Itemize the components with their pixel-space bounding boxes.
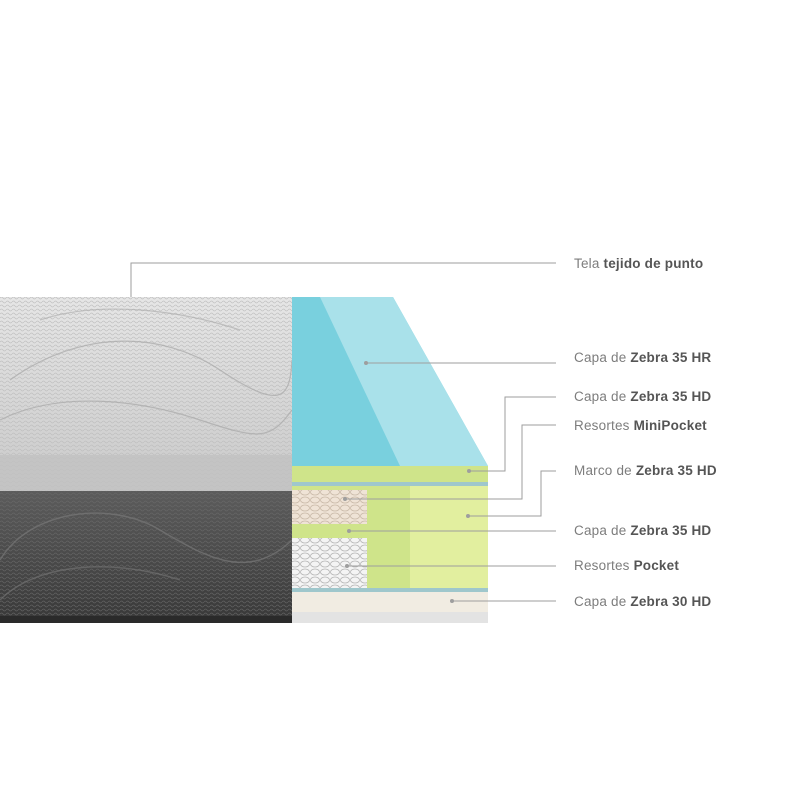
leader-dots (343, 361, 471, 603)
leader-tela (130, 262, 556, 297)
label-name: Zebra 35 HD (635, 463, 717, 478)
label-prefix: Tela (574, 256, 600, 271)
label-prefix: Resortes (574, 418, 630, 433)
label-prefix: Capa de (574, 350, 627, 365)
label-tela: Tela tejido de punto (574, 256, 703, 272)
leader-dot (345, 564, 349, 568)
dark-swirl-2 (0, 566, 181, 601)
label-name: Zebra 35 HR (630, 350, 712, 365)
pocket-coils (292, 538, 367, 588)
label-marco-hd: Marco de Zebra 35 HD (574, 463, 717, 479)
fabric-dark-texture (0, 491, 292, 616)
quilt-swirl-3 (39, 308, 241, 331)
separator-1 (292, 482, 488, 486)
label-capa-hd-mid: Capa de Zebra 35 HD (574, 523, 711, 539)
fabric-border-texture (0, 455, 292, 491)
minipocket-coils (292, 490, 367, 524)
base-bottom (292, 612, 488, 623)
label-capa-30hd: Capa de Zebra 30 HD (574, 594, 711, 610)
separator-2 (292, 588, 488, 592)
layer-marco-highlight (410, 486, 488, 591)
label-name: Pocket (633, 558, 680, 573)
label-prefix: Marco de (574, 463, 632, 478)
quilt-swirl-1 (9, 340, 293, 397)
quilt-swirl-2 (0, 400, 293, 435)
layer-zebra-30-hd (292, 592, 488, 612)
label-prefix: Capa de (574, 523, 627, 538)
label-capa-hr: Capa de Zebra 35 HR (574, 350, 711, 366)
fabric-bottom-edge (0, 616, 292, 623)
leader-resortes-minipocket (345, 424, 556, 500)
label-prefix: Resortes (574, 558, 630, 573)
label-prefix: Capa de (574, 594, 627, 609)
layer-zebra-35-hr-highlight (320, 297, 488, 466)
leader-dot (347, 529, 351, 533)
label-name: MiniPocket (633, 418, 707, 433)
label-name: Zebra 30 HD (630, 594, 712, 609)
label-resortes-pocket: Resortes Pocket (574, 558, 679, 574)
leader-marco-hd (468, 470, 556, 517)
label-name: Zebra 35 HD (630, 389, 712, 404)
label-prefix: Capa de (574, 389, 627, 404)
leader-dot (450, 599, 454, 603)
leader-lines (130, 262, 556, 602)
mattress-cutaway (292, 297, 488, 623)
leader-dot (466, 514, 470, 518)
leader-capa-hd-top (469, 396, 556, 472)
leader-dot (467, 469, 471, 473)
fabric-quilt-texture (0, 297, 292, 455)
leader-dot (364, 361, 368, 365)
label-capa-hd-top: Capa de Zebra 35 HD (574, 389, 711, 405)
mattress-fabric (0, 297, 293, 623)
layer-zebra-35-hd-mid (292, 524, 367, 538)
label-resortes-minipocket: Resortes MiniPocket (574, 418, 707, 434)
leader-dot (343, 497, 347, 501)
dark-swirl-1 (0, 512, 293, 564)
label-name: tejido de punto (603, 256, 704, 271)
layer-zebra-35-hd-top (292, 466, 488, 482)
label-name: Zebra 35 HD (630, 523, 712, 538)
